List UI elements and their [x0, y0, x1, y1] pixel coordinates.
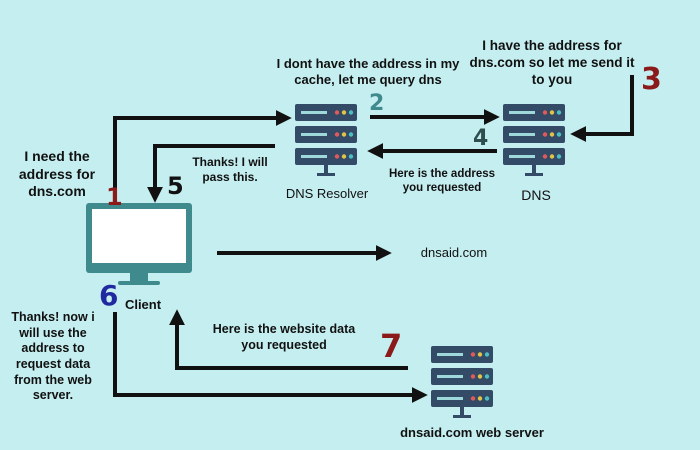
step-5-number: 5	[167, 172, 184, 200]
client-label: Client	[124, 297, 162, 312]
message-2: I dont have the address in my cache, let…	[276, 56, 460, 88]
step-3-number: 3	[641, 62, 662, 97]
message-5: Thanks! I will pass this.	[192, 155, 268, 184]
step-7-number: 7	[380, 327, 403, 365]
arrow-client-to-webserver	[113, 312, 428, 403]
web-server-icon	[431, 346, 493, 418]
client-monitor-icon	[86, 203, 192, 285]
dns-server-icon	[503, 104, 565, 176]
dns-resolver-server-icon	[295, 104, 357, 176]
arrow-resolver-to-client	[147, 144, 275, 203]
step-6-number: 6	[99, 279, 119, 312]
step-1-number: 1	[106, 183, 123, 211]
step-4-number: 4	[473, 126, 489, 151]
message-3: I have the address for dns.com so let me…	[469, 38, 635, 87]
arrow-dns-self-loop	[570, 75, 634, 142]
message-4: Here is the address you requested	[388, 168, 496, 195]
message-7: Here is the website data you requested	[212, 322, 356, 352]
message-1: I need the address for dns.com	[18, 148, 96, 199]
arrow-webserver-to-client	[169, 309, 408, 370]
web-server-label: dnsaid.com web server	[400, 425, 544, 440]
domain-label: dnsaid.com	[420, 245, 488, 260]
dns-resolver-label: DNS Resolver	[285, 186, 369, 201]
arrow-client-to-resolver	[113, 110, 292, 190]
message-6: Thanks! now i will use the address to re…	[11, 310, 95, 403]
dns-label: DNS	[521, 187, 551, 203]
step-2-number: 2	[369, 91, 385, 116]
